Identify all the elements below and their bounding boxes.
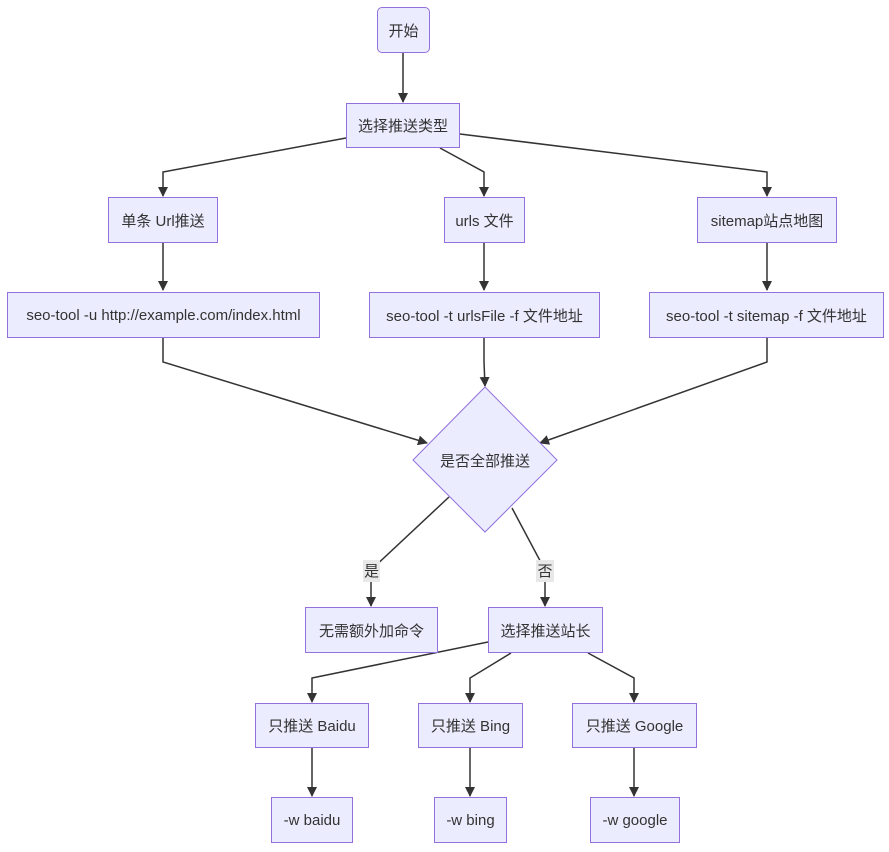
w-baidu-node: -w baidu	[271, 797, 353, 843]
edge-decision-yes	[366, 496, 450, 607]
only-google-node: 只推送 Google	[572, 703, 697, 748]
yes-edge-label: 是	[363, 560, 380, 582]
only-bing-node: 只推送 Bing	[418, 703, 523, 748]
cmd-single-url-node: seo-tool -u http://example.com/index.htm…	[7, 292, 320, 338]
select-webmaster-node: 选择推送站长	[488, 607, 603, 653]
edge-cmdsingle-decision	[162, 338, 428, 446]
edge-select-sitemap	[459, 133, 772, 197]
start-node: 开始	[377, 7, 430, 53]
edge-select-single	[158, 137, 347, 197]
no-edge-label: 否	[536, 560, 554, 582]
select-push-type-node: 选择推送类型	[346, 103, 460, 148]
single-url-node: 单条 Url推送	[108, 197, 218, 243]
edge-cmdsitemap-decision	[539, 338, 768, 445]
decision-diamond	[412, 386, 558, 533]
no-extra-command-node: 无需额外加命令	[305, 607, 438, 653]
edge-cmdurls-decision	[479, 338, 490, 387]
w-bing-node: -w bing	[434, 797, 507, 843]
w-google-node: -w google	[590, 797, 680, 843]
urls-file-node: urls 文件	[444, 197, 525, 243]
decision-label: 是否全部推送	[439, 452, 530, 470]
cmd-sitemap-node: seo-tool -t sitemap -f 文件地址	[649, 292, 884, 338]
only-baidu-node: 只推送 Baidu	[255, 703, 369, 748]
edge-webmaster-bing	[465, 652, 512, 703]
cmd-urls-file-node: seo-tool -t urlsFile -f 文件地址	[369, 292, 600, 338]
edge-select-urls	[439, 147, 489, 197]
edge-decision-no	[511, 507, 550, 607]
edge-webmaster-google	[587, 652, 639, 703]
edge-webmaster-baidu	[307, 641, 489, 703]
sitemap-node: sitemap站点地图	[697, 197, 837, 243]
